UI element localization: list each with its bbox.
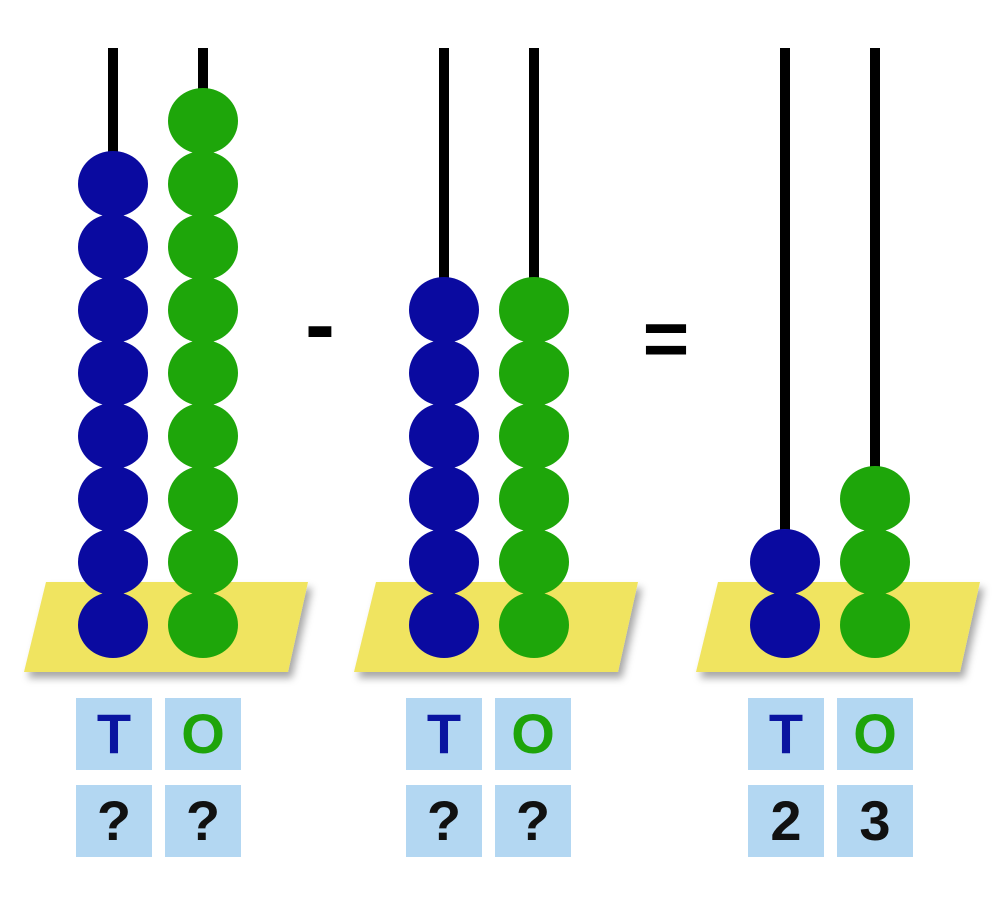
tens-bead — [78, 592, 148, 658]
equals-sign: = — [643, 294, 690, 383]
ones-bead — [168, 88, 238, 154]
tens-value-tile: ? — [76, 785, 152, 857]
tens-bead — [409, 592, 479, 658]
ones-bead — [499, 277, 569, 343]
ones-value-tile: 3 — [837, 785, 913, 857]
ones-bead — [168, 151, 238, 217]
ones-header-tile: O — [495, 698, 571, 770]
abacus-difference — [696, 48, 980, 672]
tens-value-tile: 2 — [748, 785, 824, 857]
tens-bead — [750, 529, 820, 595]
ones-bead — [168, 529, 238, 595]
minus-sign: - — [305, 275, 335, 375]
tens-header-tile: T — [748, 698, 824, 770]
ones-header-tile: O — [837, 698, 913, 770]
tens-bead — [409, 466, 479, 532]
ones-value-tile: ? — [165, 785, 241, 857]
abacus-base — [354, 582, 638, 672]
ones-bead — [840, 466, 910, 532]
tens-header-tile: T — [76, 698, 152, 770]
tens-bead — [78, 466, 148, 532]
ones-bead — [168, 277, 238, 343]
ones-bead — [499, 403, 569, 469]
tens-bead — [78, 403, 148, 469]
ones-bead — [840, 592, 910, 658]
tens-bead — [78, 340, 148, 406]
tens-bead — [78, 151, 148, 217]
ones-bead — [499, 529, 569, 595]
abacus-minuend — [24, 48, 308, 672]
ones-bead — [168, 403, 238, 469]
ones-bead — [499, 592, 569, 658]
ones-bead — [168, 592, 238, 658]
ones-bead — [499, 340, 569, 406]
abacus-base — [696, 582, 980, 672]
tens-bead — [409, 340, 479, 406]
ones-bead — [840, 529, 910, 595]
ones-header-tile: O — [165, 698, 241, 770]
tens-bead — [78, 529, 148, 595]
ones-bead — [168, 466, 238, 532]
abacus-subtrahend — [354, 48, 638, 672]
ones-bead — [168, 214, 238, 280]
tens-bead — [78, 277, 148, 343]
tens-bead — [750, 592, 820, 658]
tens-bead — [409, 277, 479, 343]
ones-rod — [870, 48, 880, 625]
tens-header-tile: T — [406, 698, 482, 770]
ones-bead — [499, 466, 569, 532]
tens-bead — [409, 529, 479, 595]
ones-bead — [168, 340, 238, 406]
tens-bead — [78, 214, 148, 280]
tens-value-tile: ? — [406, 785, 482, 857]
abacus-base — [24, 582, 308, 672]
ones-value-tile: ? — [495, 785, 571, 857]
tens-rod — [780, 48, 790, 625]
tens-bead — [409, 403, 479, 469]
